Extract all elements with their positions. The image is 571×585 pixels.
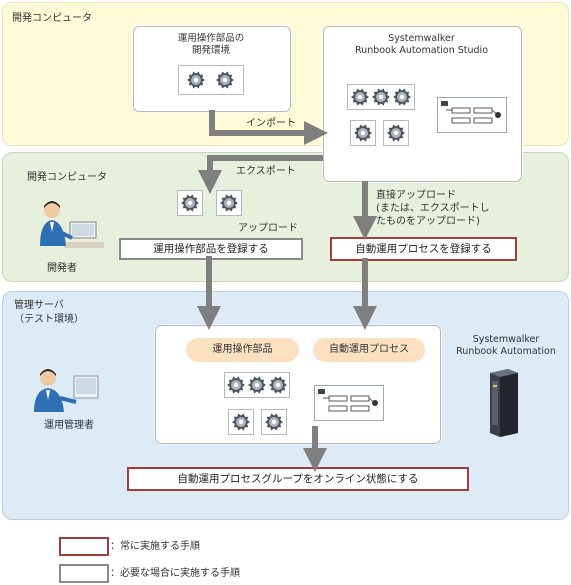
developer-figure	[34, 198, 108, 258]
gear-center	[254, 382, 260, 388]
online-step: 自動運用プロセスグループをオンライン状態にする	[127, 467, 469, 491]
gear-center	[187, 200, 193, 206]
gear-triple-icon	[351, 88, 411, 106]
gear-icon	[354, 124, 372, 142]
export-gear-tile-2	[216, 190, 242, 216]
gear-icon	[220, 194, 238, 212]
studio-process-flow	[437, 97, 507, 133]
server-tower-icon	[490, 369, 518, 437]
studio-gear-strip	[347, 84, 415, 110]
gear-icon	[181, 194, 199, 212]
upload-label: アップロード	[238, 223, 298, 234]
developer-label: 開発者	[47, 263, 77, 274]
operator-label: 運用管理者	[44, 420, 94, 431]
gear-center	[233, 382, 239, 388]
studio-title: Systemwalker Runbook Automation Studio	[355, 33, 488, 57]
legend-gray-box	[59, 564, 109, 583]
gear-triple-icon	[227, 376, 287, 394]
gear-icon	[265, 413, 283, 431]
gear-center	[238, 419, 244, 425]
gear-icon	[232, 413, 250, 431]
direct-upload-label: 直接アップロード (または、エクスポートし たものをアップロード)	[376, 190, 490, 227]
gear-center	[226, 200, 232, 206]
server-gear-tile-1	[228, 409, 254, 435]
operator-figure	[30, 368, 104, 414]
developer-at-computer-icon	[40, 201, 104, 248]
gear-center	[193, 77, 199, 83]
gear-center	[357, 94, 363, 100]
gear-center	[378, 94, 384, 100]
studio-gear-tile-1	[350, 120, 376, 146]
gear-center	[222, 77, 228, 83]
studio-gear-tile-2	[383, 120, 409, 146]
parts-gear-pair	[178, 65, 244, 95]
server-gear-strip	[224, 372, 290, 398]
operator-at-computer-icon	[34, 369, 99, 412]
dev-computer-mid-title: 開発コンピュータ	[27, 172, 107, 183]
gear-center	[399, 94, 405, 100]
gear-center	[360, 130, 366, 136]
parts-dev-env-title: 運用操作部品の 開発環境	[177, 33, 245, 57]
legend-always-label: ：常に実施する手順	[110, 541, 200, 552]
export-gear-tile-1	[177, 190, 203, 216]
legend-as-needed-label: ：必要な場合に実施する手順	[110, 568, 240, 579]
management-server-title: 管理サーバ （テスト環境）	[14, 300, 84, 325]
rba-title: Systemwalker Runbook Automation	[456, 334, 556, 358]
server-machine	[486, 367, 520, 437]
register-process-step: 自動運用プロセスを登録する	[330, 237, 517, 261]
legend-red-box	[59, 537, 109, 556]
process-pill: 自動運用プロセス	[313, 338, 425, 362]
gear-pair-icon	[187, 71, 234, 89]
server-gear-tile-2	[261, 409, 287, 435]
export-label: エクスポート	[236, 166, 296, 177]
process-flow-icon	[318, 389, 378, 412]
gear-center	[275, 382, 281, 388]
gear-center	[271, 419, 277, 425]
parts-pill: 運用操作部品	[186, 338, 299, 362]
server-process-flow	[314, 385, 384, 421]
gear-center	[393, 130, 399, 136]
process-flow-icon	[441, 101, 501, 124]
dev-computer-top-title: 開発コンピュータ	[12, 13, 92, 24]
gear-icon	[387, 124, 405, 142]
import-label: インポート	[246, 118, 296, 129]
register-parts-step: 運用操作部品を登録する	[119, 238, 303, 260]
